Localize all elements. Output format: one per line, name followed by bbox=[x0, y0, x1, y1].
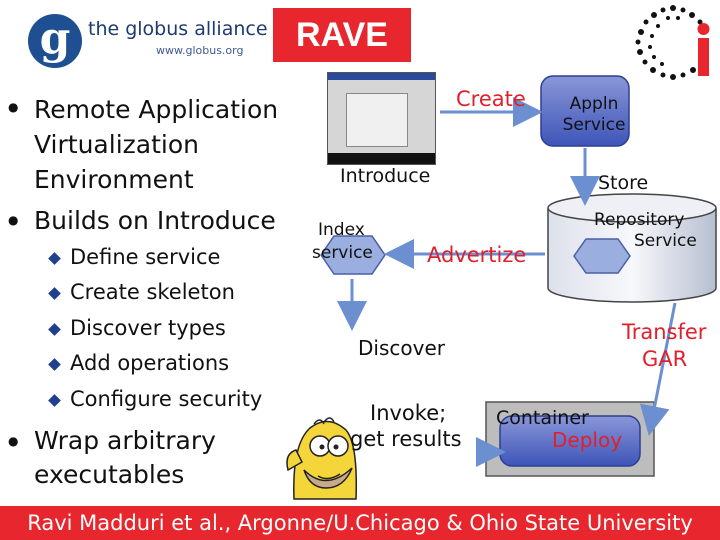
window-footer-strip bbox=[328, 153, 435, 164]
label-discover: Discover bbox=[358, 336, 445, 360]
bullet-remote-line2: Virtualization bbox=[34, 130, 199, 159]
bullet-marker: ● bbox=[8, 100, 19, 114]
window-titlebar bbox=[328, 73, 435, 80]
label-repository: Repository bbox=[594, 210, 685, 230]
sub-bullet-create-skeleton: Create skeleton bbox=[70, 280, 235, 304]
label-container: Container bbox=[496, 407, 589, 429]
label-transfer: Transfer bbox=[622, 320, 707, 344]
label-deploy: Deploy bbox=[552, 428, 623, 452]
repository-hexagon bbox=[573, 238, 631, 274]
globus-alliance-logo: g the globus alliance www.globus.org bbox=[28, 8, 268, 70]
arrow-transfer-gar bbox=[639, 302, 677, 436]
bullet-marker: ● bbox=[8, 434, 19, 448]
bullet-marker: ● bbox=[8, 213, 19, 227]
label-gar: GAR bbox=[642, 347, 688, 371]
label-appln-service: Service bbox=[562, 115, 626, 135]
globus-g-icon: g bbox=[28, 14, 82, 68]
bullet-remote-line3: Environment bbox=[34, 165, 194, 194]
bullet-wrap-line1: Wrap arbitrary bbox=[34, 426, 216, 455]
label-introduce: Introduce bbox=[340, 165, 431, 187]
label-appln: Appln bbox=[569, 94, 619, 114]
repository-cylinder bbox=[547, 208, 717, 303]
bullet-builds-on-introduce: Builds on Introduce bbox=[34, 206, 276, 235]
bullet-wrap-line2: executables bbox=[34, 460, 185, 489]
dialog-panel bbox=[346, 93, 408, 147]
label-advertize: Advertize bbox=[427, 243, 527, 267]
sub-bullet-discover-types: Discover types bbox=[70, 316, 226, 340]
globus-logo-url: www.globus.org bbox=[156, 44, 244, 57]
sub-bullet-add-operations: Add operations bbox=[70, 351, 230, 375]
ci-logo-icon bbox=[635, 5, 710, 80]
label-index-service: service bbox=[312, 243, 373, 263]
label-repository-service: Service bbox=[634, 231, 697, 251]
sub-bullet-configure-security: Configure security bbox=[70, 387, 263, 411]
homer-figure-icon bbox=[286, 417, 358, 500]
label-get-results: get results bbox=[350, 427, 462, 451]
bullet-remote-line1: Remote Application bbox=[34, 95, 279, 124]
introduce-screenshot bbox=[327, 72, 436, 165]
label-index: Index bbox=[318, 220, 365, 240]
footer-credit: Ravi Madduri et al., Argonne/U.Chicago &… bbox=[0, 506, 720, 540]
sub-bullet-define-service: Define service bbox=[70, 245, 221, 269]
label-store: Store bbox=[598, 172, 649, 194]
slide-title: RAVE bbox=[273, 8, 411, 62]
label-invoke: Invoke; bbox=[370, 401, 447, 425]
globus-logo-text: the globus alliance bbox=[88, 18, 268, 40]
label-create: Create bbox=[456, 87, 526, 111]
